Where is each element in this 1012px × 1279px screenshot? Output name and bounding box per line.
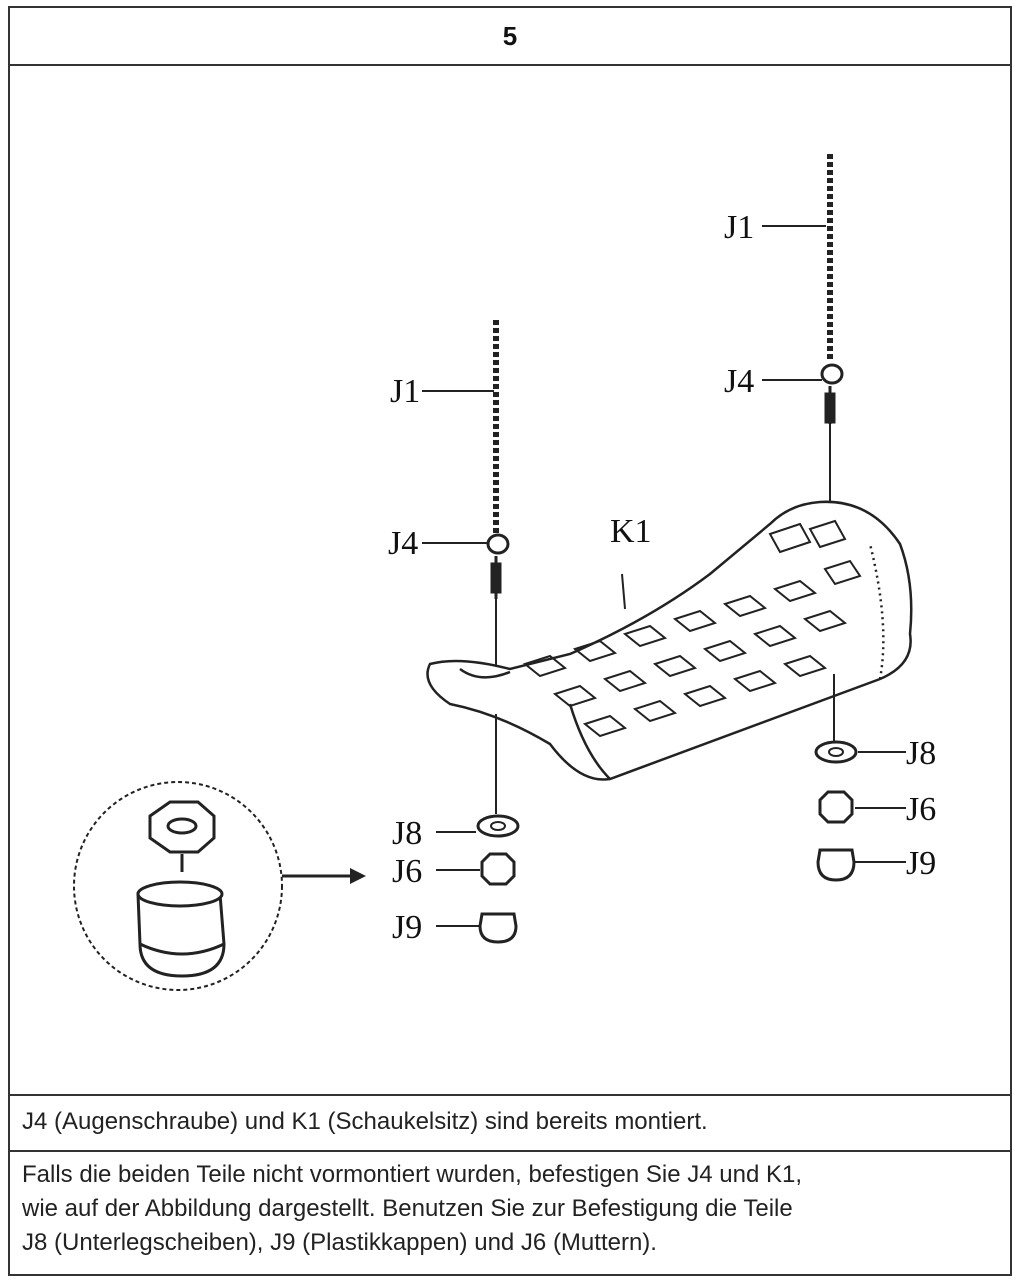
eye-bolt-icon <box>820 363 844 504</box>
assembly-figure: J1 J4 K1 J1 J4 J8 J6 J9 J8 J6 J9 <box>10 64 1010 1094</box>
note-line: J8 (Unterlegscheiben), J9 (Plastikkappen… <box>22 1229 657 1256</box>
label-j1-right: J1 <box>724 209 754 246</box>
washer-icon <box>476 814 520 838</box>
eye-bolt-icon <box>486 533 510 674</box>
label-k1: K1 <box>610 513 652 550</box>
note-line: wie auf der Abbildung dargestellt. Benut… <box>22 1195 793 1222</box>
leader-lines <box>422 225 906 927</box>
label-j1-left: J1 <box>390 373 420 410</box>
label-j4-left: J4 <box>388 525 418 562</box>
washer-icon <box>814 740 858 764</box>
instruction-frame: 5 <box>8 6 1012 1276</box>
cap-icon <box>478 912 518 944</box>
label-j6-left: J6 <box>392 853 422 890</box>
label-j9-left: J9 <box>392 909 422 946</box>
assembly-drawing: J1 J4 K1 J1 J4 J8 J6 J9 J8 J6 J9 <box>73 154 936 991</box>
label-j8-left: J8 <box>392 815 422 852</box>
nut-icon <box>480 852 516 886</box>
arrow-icon <box>282 868 366 884</box>
step-number: 5 <box>10 8 1010 66</box>
label-j4-right: J4 <box>724 363 754 400</box>
label-j9-right: J9 <box>906 845 936 882</box>
note-instructions: Falls die beiden Teile nicht vormontiert… <box>10 1152 1010 1274</box>
label-j8-right: J8 <box>906 735 936 772</box>
note-line: Falls die beiden Teile nicht vormontiert… <box>22 1161 803 1188</box>
label-j6-right: J6 <box>906 791 936 828</box>
cap-icon <box>816 848 856 882</box>
swing-seat-icon <box>426 500 913 781</box>
note-preassembled: J4 (Augenschraube) und K1 (Schaukelsitz)… <box>10 1094 1010 1152</box>
detail-nut-cap-icon <box>73 781 283 991</box>
nut-icon <box>818 790 854 824</box>
